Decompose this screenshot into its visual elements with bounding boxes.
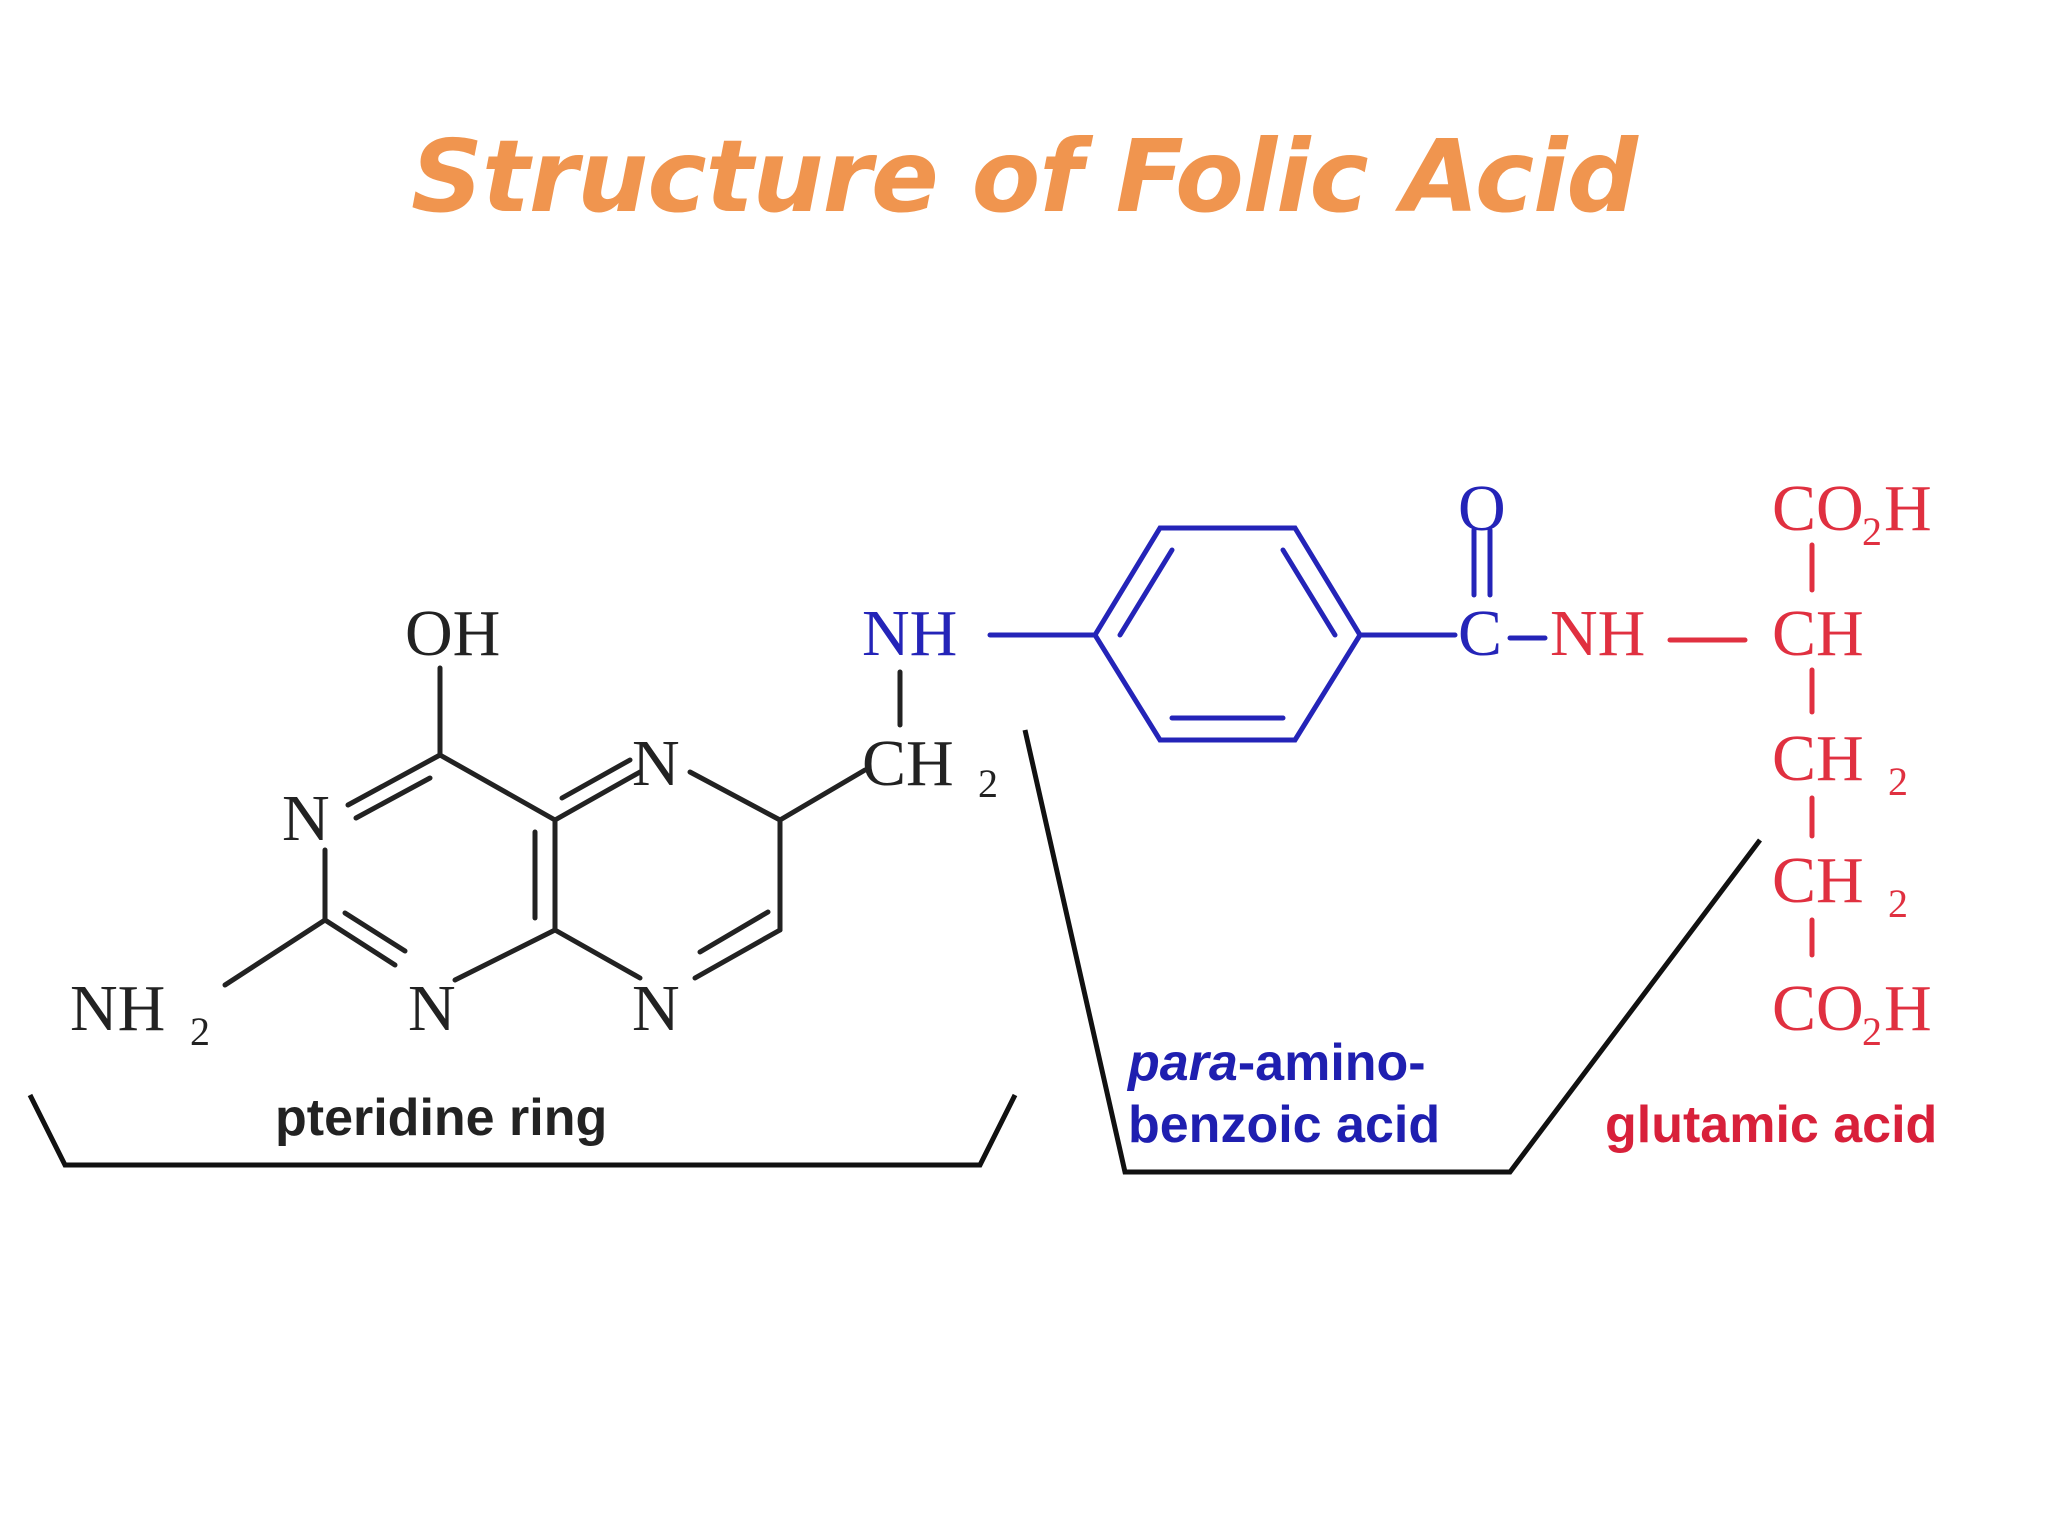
bracket-lines [27, 729, 1762, 1175]
carbonyl-c-label: C [1458, 597, 1502, 670]
co2h-bottom-subscript: 2 [1862, 1009, 1882, 1054]
n3-label: N [282, 782, 330, 855]
page-title: Structure of Folic Acid [411, 118, 1638, 235]
n1-label: N [408, 972, 456, 1045]
ch2-a-group: CH 2 [1772, 722, 1908, 804]
n8-label: N [632, 972, 680, 1045]
glutamate-bonds [1667, 542, 1815, 958]
paba-label-line1: para-amino- [1126, 1034, 1426, 1092]
glutamic-acid-label: glutamic acid [1605, 1096, 1937, 1154]
co2h-bottom-h-label: H [1884, 972, 1932, 1045]
ch2-b-label: CH [1772, 844, 1864, 917]
ch2-link-subscript: 2 [978, 761, 998, 806]
pteridine-bonds [222, 665, 903, 988]
paba-italic: para [1126, 1034, 1238, 1092]
pteridine-bracket [27, 1093, 1018, 1168]
ch2-link-group: CH 2 [862, 727, 998, 806]
ch2-a-label: CH [1772, 722, 1864, 795]
co2h-top-group: CO 2 H [1772, 472, 1932, 554]
paba-bracket [1022, 729, 1762, 1175]
co2h-top-subscript: 2 [1862, 509, 1882, 554]
nh2-group: NH 2 [70, 972, 210, 1054]
co2h-top-label: CO [1772, 472, 1864, 545]
n5-label: N [632, 727, 680, 800]
paba-bonds [987, 525, 1548, 743]
amide-nh-label: NH [1550, 597, 1645, 670]
pteridine-ring-label: pteridine ring [275, 1089, 607, 1147]
co2h-bottom-group: CO 2 H [1772, 972, 1932, 1054]
alpha-ch-label: CH [1772, 597, 1864, 670]
paba-label-line2: benzoic acid [1128, 1096, 1440, 1154]
paba-rest: -amino- [1238, 1034, 1426, 1092]
ch2-b-group: CH 2 [1772, 844, 1908, 926]
ch2-link-label: CH [862, 727, 954, 800]
carbonyl-o-label: O [1458, 472, 1506, 545]
nh2-label: NH [70, 972, 165, 1045]
ch2-b-subscript: 2 [1888, 881, 1908, 926]
nh2-subscript: 2 [190, 1009, 210, 1054]
oh-label: OH [405, 597, 500, 670]
nh-link-label: NH [862, 597, 957, 670]
co2h-top-h-label: H [1884, 472, 1932, 545]
co2h-bottom-label: CO [1772, 972, 1864, 1045]
ch2-a-subscript: 2 [1888, 759, 1908, 804]
